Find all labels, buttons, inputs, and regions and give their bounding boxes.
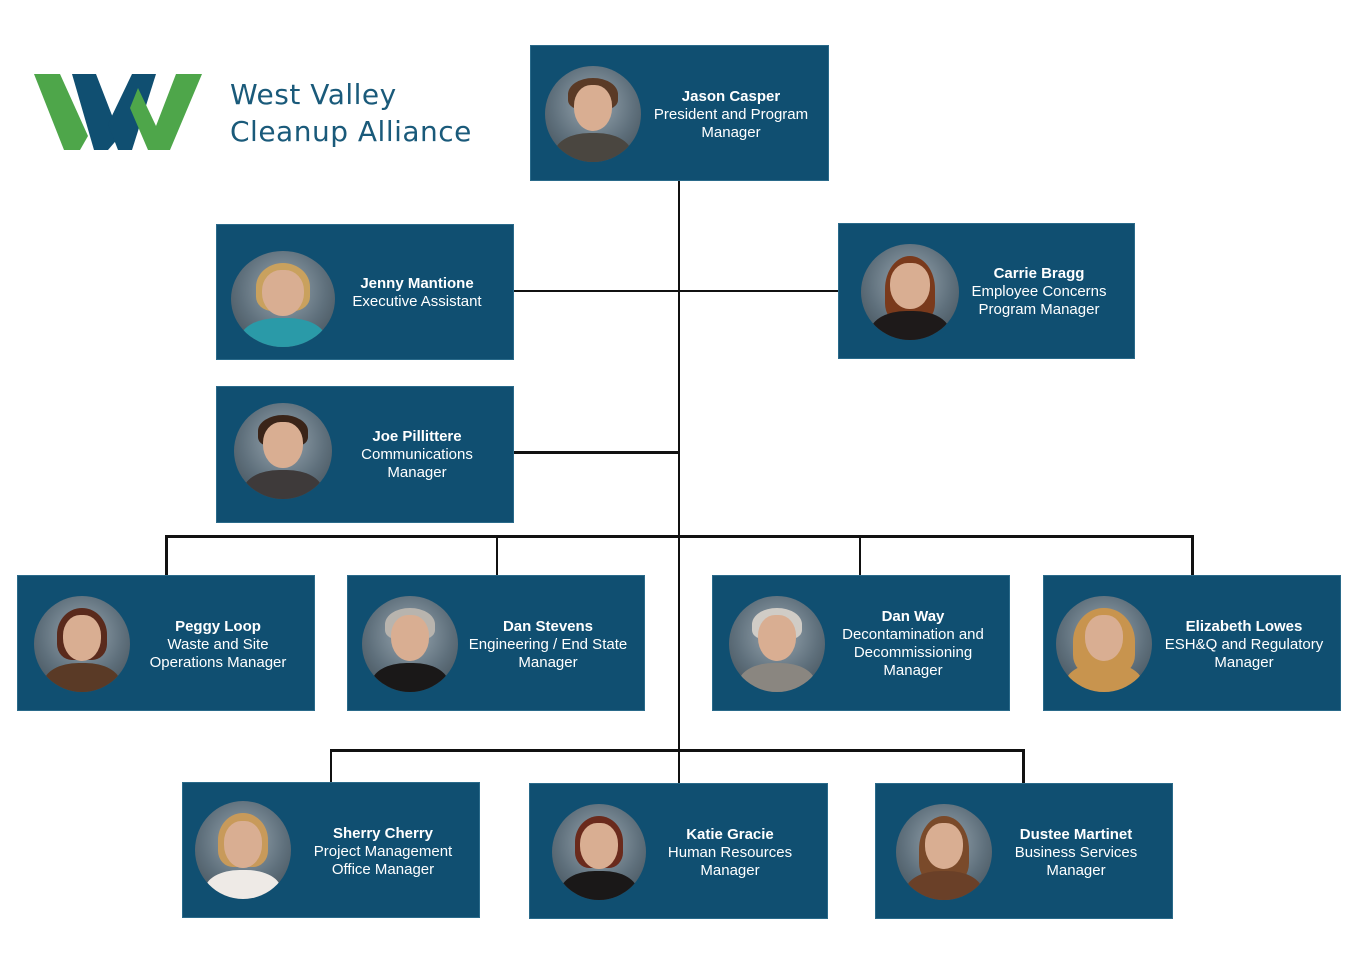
brand-line-1: West Valley xyxy=(230,78,397,111)
person-title: Manager xyxy=(1046,862,1106,879)
org-card-manager[interactable]: Elizabeth Lowes ESH&Q and Regulatory Man… xyxy=(1043,575,1341,711)
connector-comms xyxy=(513,451,679,454)
brand-name: West Valley Cleanup Alliance xyxy=(230,76,472,150)
connector-row1-drop-2 xyxy=(496,535,498,576)
avatar xyxy=(1056,596,1152,692)
avatar xyxy=(896,804,992,900)
connector-row1-drop-3 xyxy=(859,535,861,576)
person-title: Manager xyxy=(700,862,760,879)
connector-row2-bus xyxy=(330,749,1025,752)
avatar xyxy=(231,251,335,347)
person-name: Dan Way xyxy=(881,608,945,625)
avatar xyxy=(861,244,959,340)
connector-row1-bus xyxy=(165,535,1194,538)
person-title: Operations Manager xyxy=(149,654,287,671)
person-title: President and Program xyxy=(653,106,809,123)
org-card-manager[interactable]: Dustee Martinet Business Services Manage… xyxy=(875,783,1173,919)
person-name: Carrie Bragg xyxy=(993,265,1085,282)
person-title: Engineering / End State xyxy=(468,636,628,653)
org-card-manager[interactable]: Dan Stevens Engineering / End State Mana… xyxy=(347,575,645,711)
person-name: Jenny Mantione xyxy=(360,275,474,292)
person-name: Dustee Martinet xyxy=(1019,826,1133,843)
avatar xyxy=(362,596,458,692)
person-name: Jason Casper xyxy=(681,88,781,105)
person-name: Katie Gracie xyxy=(686,826,774,843)
avatar xyxy=(729,596,825,692)
person-title: Communications xyxy=(361,446,473,463)
person-name: Dan Stevens xyxy=(502,618,594,635)
person-title: Employee Concerns xyxy=(971,283,1107,300)
org-card-manager[interactable]: Katie Gracie Human Resources Manager xyxy=(529,783,828,919)
person-title: Manager xyxy=(883,662,943,679)
person-title: Human Resources xyxy=(667,844,793,861)
person-title: Decontamination and xyxy=(842,626,984,643)
avatar xyxy=(552,804,646,900)
person-title: Manager xyxy=(387,464,447,481)
person-name: Joe Pillittere xyxy=(372,428,462,445)
org-card-staff[interactable]: Carrie Bragg Employee Concerns Program M… xyxy=(838,223,1135,359)
connector-staff-row xyxy=(513,290,838,292)
avatar xyxy=(34,596,130,692)
connector-row1-drop-4 xyxy=(1191,535,1194,576)
connector-trunk xyxy=(678,180,680,784)
org-card-president[interactable]: Jason Casper President and Program Manag… xyxy=(530,45,829,181)
wvca-logo-icon xyxy=(34,74,202,150)
org-card-staff[interactable]: Jenny Mantione Executive Assistant xyxy=(216,224,514,360)
person-title: Decommissioning xyxy=(853,644,973,661)
brand-line-2: Cleanup Alliance xyxy=(230,115,472,148)
org-card-manager[interactable]: Sherry Cherry Project Management Office … xyxy=(182,782,480,918)
avatar xyxy=(195,801,291,899)
connector-row2-drop-1 xyxy=(330,749,332,783)
person-title: Manager xyxy=(701,124,761,141)
org-card-manager[interactable]: Peggy Loop Waste and Site Operations Man… xyxy=(17,575,315,711)
person-title: Business Services xyxy=(1014,844,1138,861)
org-card-manager[interactable]: Dan Way Decontamination and Decommission… xyxy=(712,575,1010,711)
person-title: Office Manager xyxy=(331,861,435,878)
person-title: Manager xyxy=(518,654,578,671)
person-title: Waste and Site xyxy=(167,636,269,653)
person-title: Executive Assistant xyxy=(352,293,482,310)
person-title: Program Manager xyxy=(978,301,1100,318)
person-name: Peggy Loop xyxy=(175,618,261,635)
connector-row2-drop-3 xyxy=(1022,749,1025,783)
person-title: Project Management xyxy=(313,843,453,860)
avatar xyxy=(234,403,332,499)
person-title: Manager xyxy=(1214,654,1274,671)
avatar xyxy=(545,66,641,162)
person-title: ESH&Q and Regulatory xyxy=(1164,636,1324,653)
person-name: Sherry Cherry xyxy=(332,825,434,842)
org-card-staff[interactable]: Joe Pillittere Communications Manager xyxy=(216,386,514,523)
person-name: Elizabeth Lowes xyxy=(1185,618,1303,635)
connector-row1-drop-1 xyxy=(165,535,168,576)
